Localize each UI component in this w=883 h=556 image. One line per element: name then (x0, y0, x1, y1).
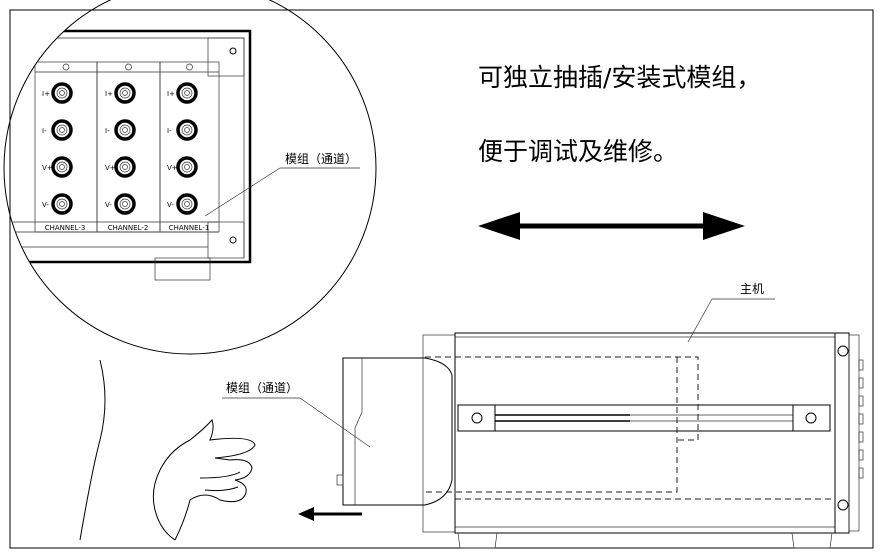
bnc-jack-icon (51, 193, 73, 215)
bnc-jack-icon (176, 82, 198, 104)
bnc-jack-icon (114, 82, 136, 104)
channel-label: CHANNEL-3 (45, 224, 86, 232)
detail-circle (3, 0, 377, 355)
module-side-label: 模组（通道） (226, 381, 298, 395)
jack-label: I- (105, 127, 110, 135)
screw-icon (837, 345, 849, 357)
channel-label: CHANNEL-1 (169, 224, 210, 232)
jack-label: V+ (167, 164, 178, 172)
jack-label: V+ (42, 164, 53, 172)
leader-line (687, 298, 713, 343)
screw-icon (837, 499, 849, 511)
module-detail-label: 模组（通道） (285, 152, 357, 166)
screw-icon (471, 412, 483, 424)
screw-icon (805, 412, 817, 424)
host-label: 主机 (740, 282, 764, 296)
screw-icon (229, 47, 237, 55)
leader-line (299, 397, 371, 448)
jack-label: V+ (105, 164, 116, 172)
jack-label: I+ (105, 90, 113, 98)
hand-illustration (79, 359, 256, 541)
bnc-jack-icon (51, 156, 73, 178)
leader-line (204, 167, 281, 217)
bnc-jack-icon (114, 156, 136, 178)
host-unit (422, 332, 864, 549)
headline-line-1: 可独立抽插/安装式模组， (478, 63, 761, 92)
channel-label: CHANNEL-2 (108, 224, 149, 232)
bnc-jack-icon (176, 193, 198, 215)
drawing-frame (9, 9, 874, 549)
screw-icon (186, 63, 193, 71)
headline-line-2: 便于调试及维修。 (478, 137, 678, 166)
bnc-jack-icon (51, 82, 73, 104)
jack-label: I+ (167, 90, 175, 98)
jack-label: V- (167, 201, 174, 209)
bnc-jack-icon (114, 193, 136, 215)
bnc-jack-icon (114, 119, 136, 141)
module-unit (336, 357, 453, 506)
bnc-jack-icon (176, 119, 198, 141)
screw-icon (229, 236, 237, 244)
double-arrow-icon (478, 212, 745, 240)
screw-icon (125, 63, 132, 71)
screw-icon (62, 63, 70, 71)
jack-label: I- (42, 127, 47, 135)
bnc-jack-icon (51, 119, 73, 141)
detail-magnifier: I+ I- V+ V- I+ I- V+ V- I+ I- V+ V- CHANNEL-3 CHANN… (3, 0, 377, 355)
jack-label: V- (105, 201, 112, 209)
jack-label: I- (167, 127, 172, 135)
channel-module-panel (159, 61, 220, 233)
bnc-jack-icon (176, 156, 198, 178)
pull-arrow-icon (298, 507, 362, 521)
jack-label: V- (42, 201, 49, 209)
jack-label: I+ (42, 90, 50, 98)
